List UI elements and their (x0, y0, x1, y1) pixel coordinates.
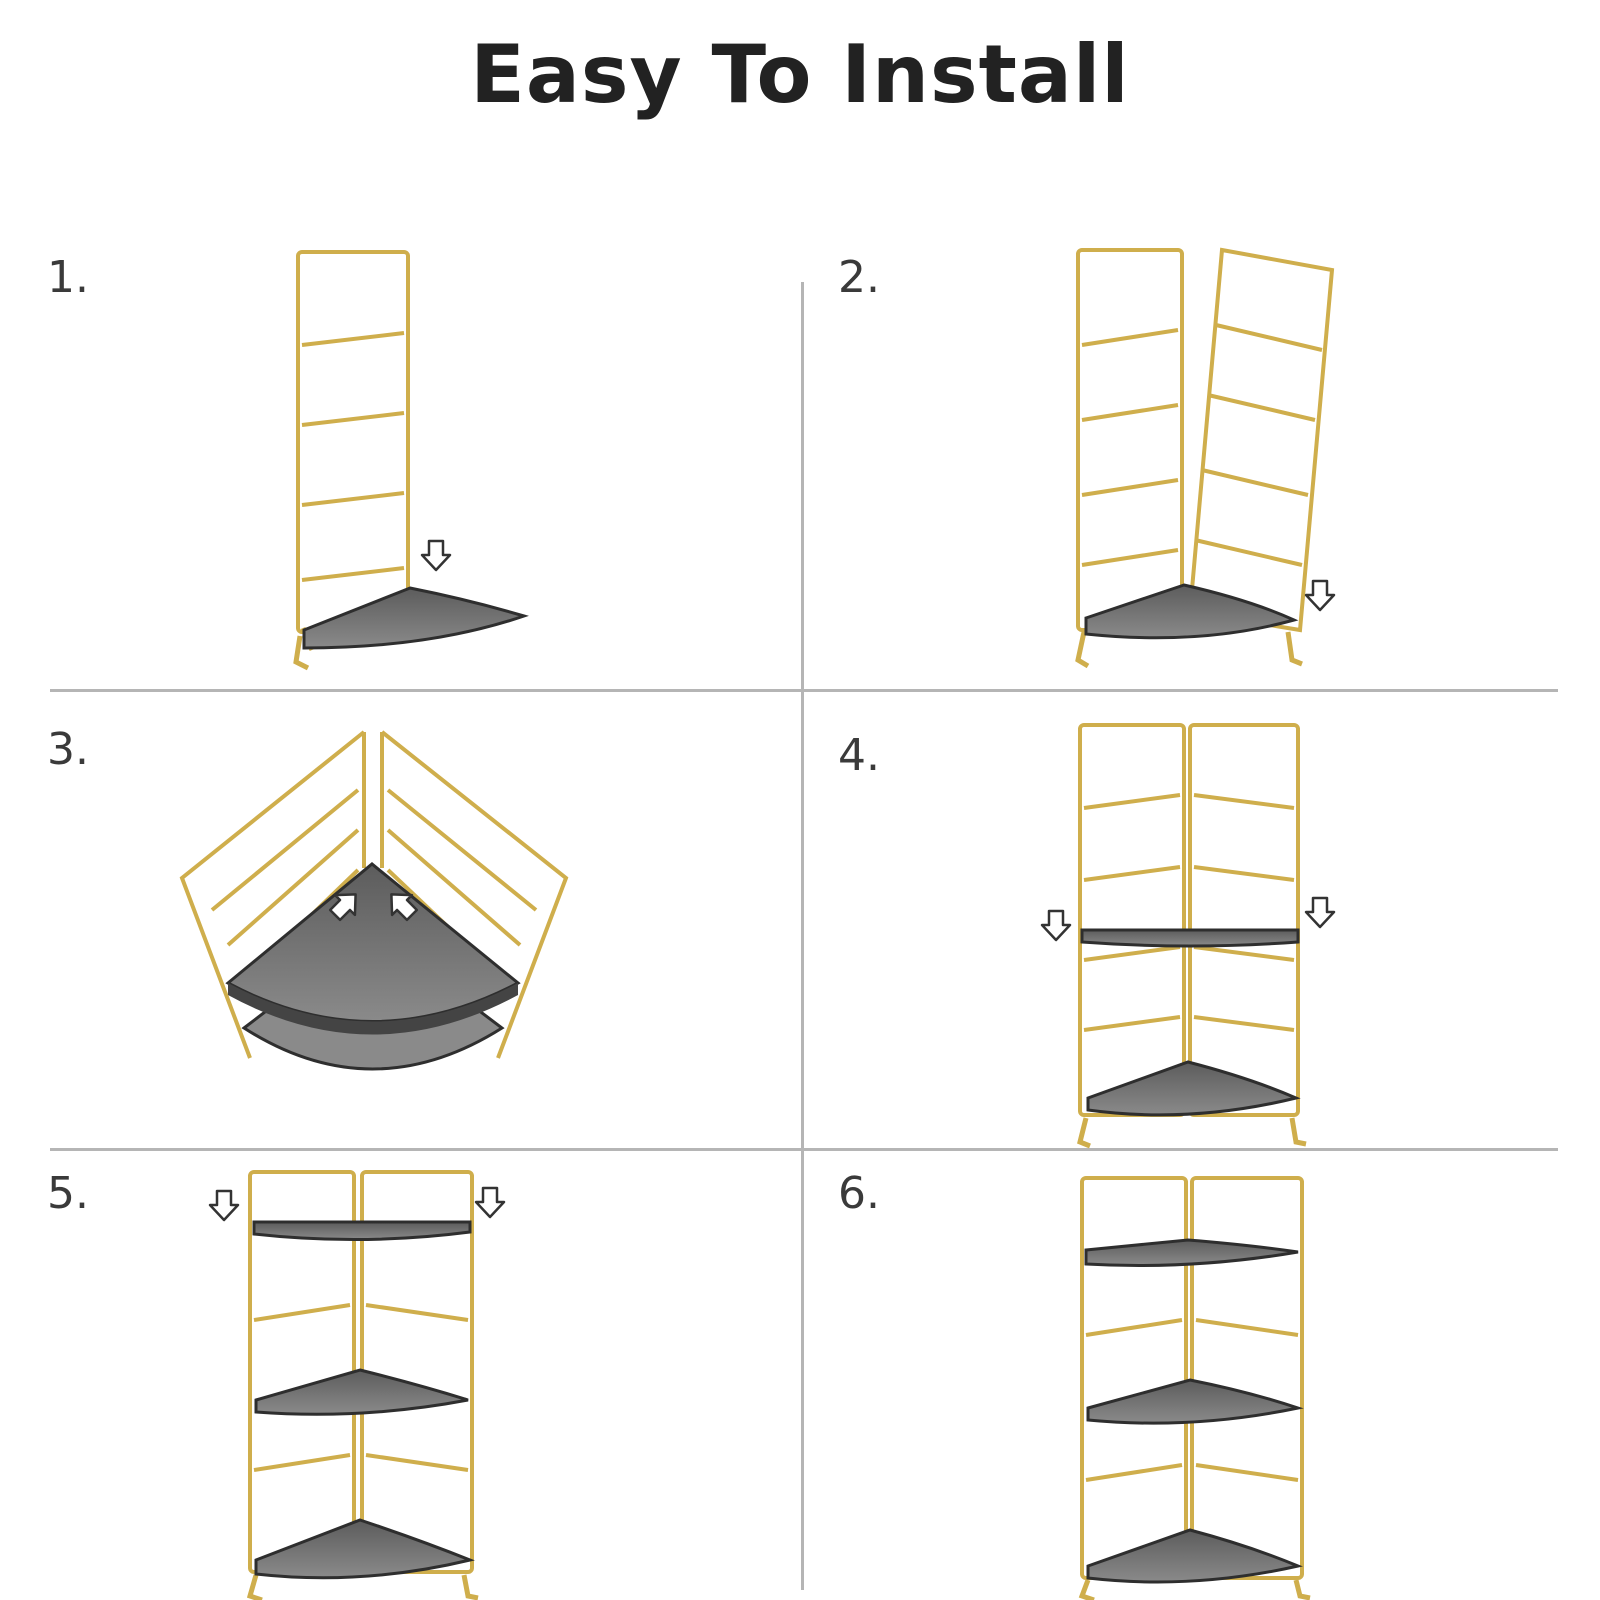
vertical-divider (801, 282, 804, 1590)
step-3-label: 3. (47, 724, 89, 775)
step-4-shelves (1080, 928, 1301, 1117)
step-1-shelf (302, 586, 529, 650)
step-4-arrow-left (1040, 909, 1072, 942)
step-4-label: 4. (838, 730, 880, 781)
step-2-arrow (1304, 579, 1336, 612)
step-1-label: 1. (47, 252, 89, 303)
step-5-shelves (252, 1220, 475, 1580)
step-5-label: 5. (47, 1168, 89, 1219)
step-3-illustration (179, 730, 569, 1059)
step-3-shelves (225, 862, 521, 1071)
horizontal-divider-top (50, 689, 1558, 692)
step-5-arrow-right (474, 1186, 506, 1219)
step-2-shelf (1084, 583, 1299, 640)
horizontal-divider-bottom (50, 1148, 1558, 1151)
step-6-illustration (1078, 1176, 1311, 1600)
step-4-illustration (1077, 723, 1307, 1149)
step-2-label: 2. (838, 252, 880, 303)
step-4-arrow-right (1304, 896, 1336, 929)
page-title: Easy To Install (470, 28, 1130, 121)
step-1-arrow (420, 539, 452, 572)
step-5-arrow-left (208, 1189, 240, 1222)
step-6-label: 6. (838, 1168, 880, 1219)
step-6-shelves (1084, 1238, 1304, 1584)
